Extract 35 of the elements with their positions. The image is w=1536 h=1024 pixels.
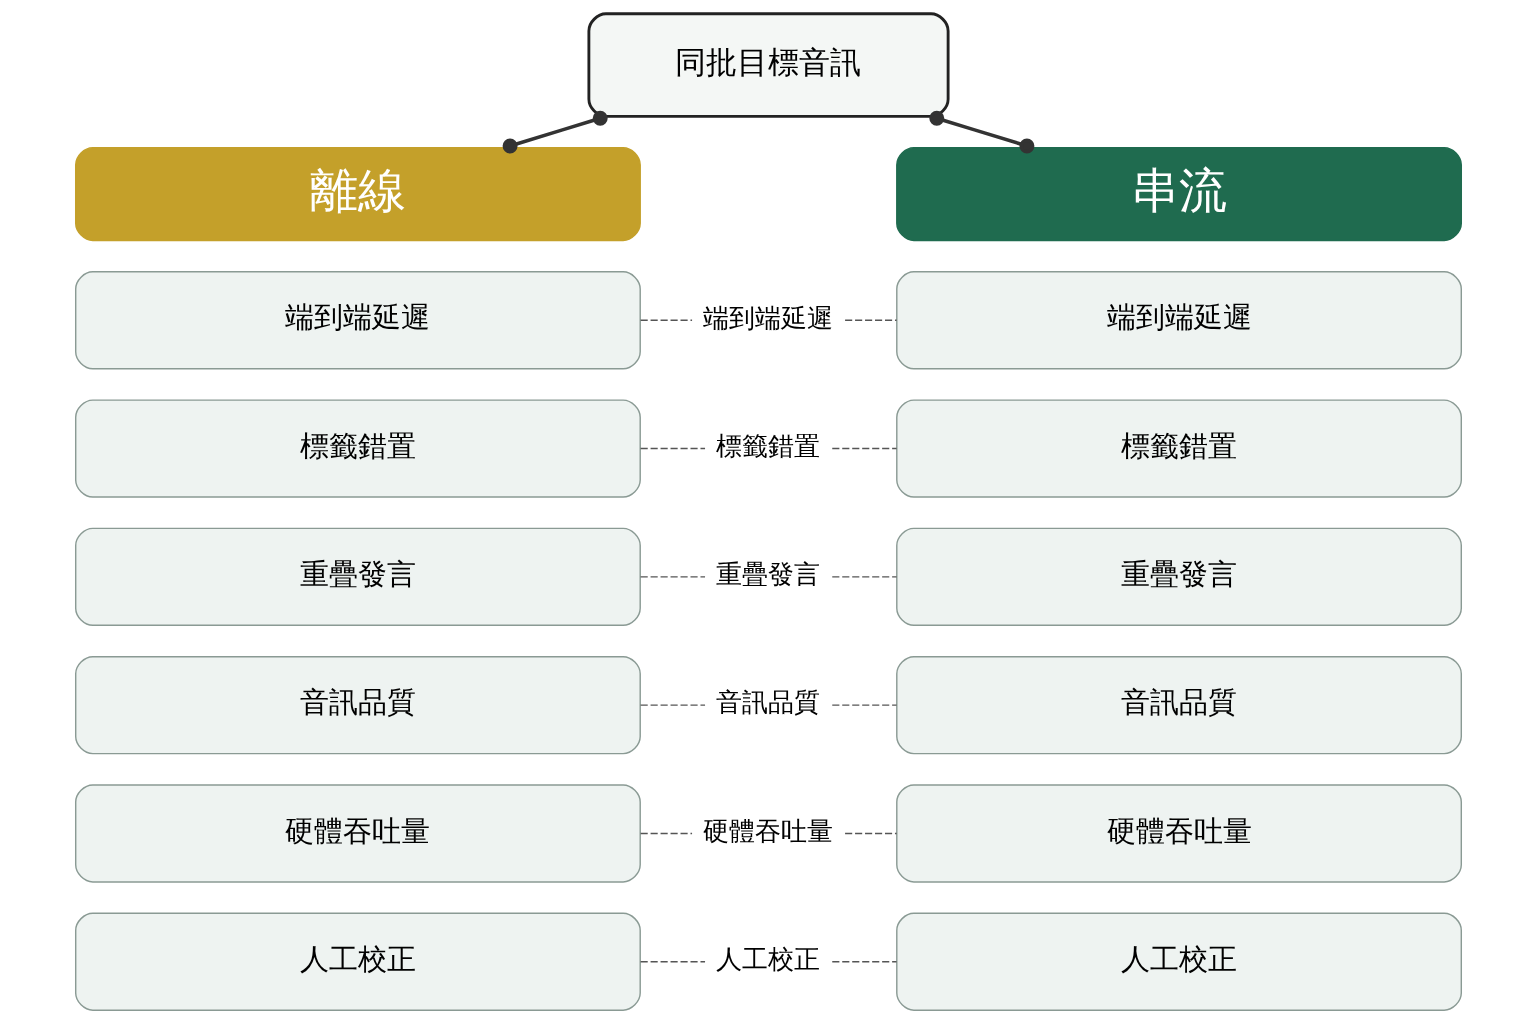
node-box: 串流 — [895, 147, 1462, 242]
node-text: 重疊發言 — [716, 559, 820, 590]
connector — [502, 110, 608, 154]
connector — [639, 447, 706, 450]
node-text: 音訊品質 — [716, 687, 820, 718]
node-box: 音訊品質 — [74, 655, 641, 755]
connector — [639, 576, 706, 578]
connector — [843, 832, 897, 835]
node-box: 端到端延遲 — [74, 271, 641, 370]
node-box: 硬體吞吐量 — [895, 784, 1462, 883]
connector — [831, 704, 897, 706]
node-text: 端到端延遲 — [703, 302, 833, 333]
node-box: 人工校正 — [74, 912, 641, 1011]
node-box: 標籤錯置 — [74, 399, 641, 498]
node-box: 音訊品質 — [895, 655, 1462, 755]
connector — [639, 961, 706, 963]
node-box: 離線 — [74, 147, 641, 242]
node-box: 同批目標音訊 — [586, 12, 950, 118]
node-box: 重疊發言 — [895, 527, 1462, 627]
node-text: 人工校正 — [716, 944, 820, 975]
connector — [831, 961, 897, 963]
connector — [928, 110, 1034, 154]
connector — [843, 319, 897, 321]
connector — [639, 704, 706, 706]
node-box: 重疊發言 — [74, 527, 641, 627]
node-box: 人工校正 — [895, 912, 1462, 1011]
connector — [831, 447, 897, 450]
connector — [831, 576, 897, 578]
node-text: 硬體吞吐量 — [703, 815, 833, 846]
node-box: 硬體吞吐量 — [74, 784, 641, 883]
node-box: 端到端延遲 — [895, 271, 1462, 370]
node-box: 標籤錯置 — [895, 399, 1462, 498]
node-text: 標籤錯置 — [716, 430, 820, 461]
connector — [639, 832, 693, 835]
connector — [639, 319, 693, 321]
